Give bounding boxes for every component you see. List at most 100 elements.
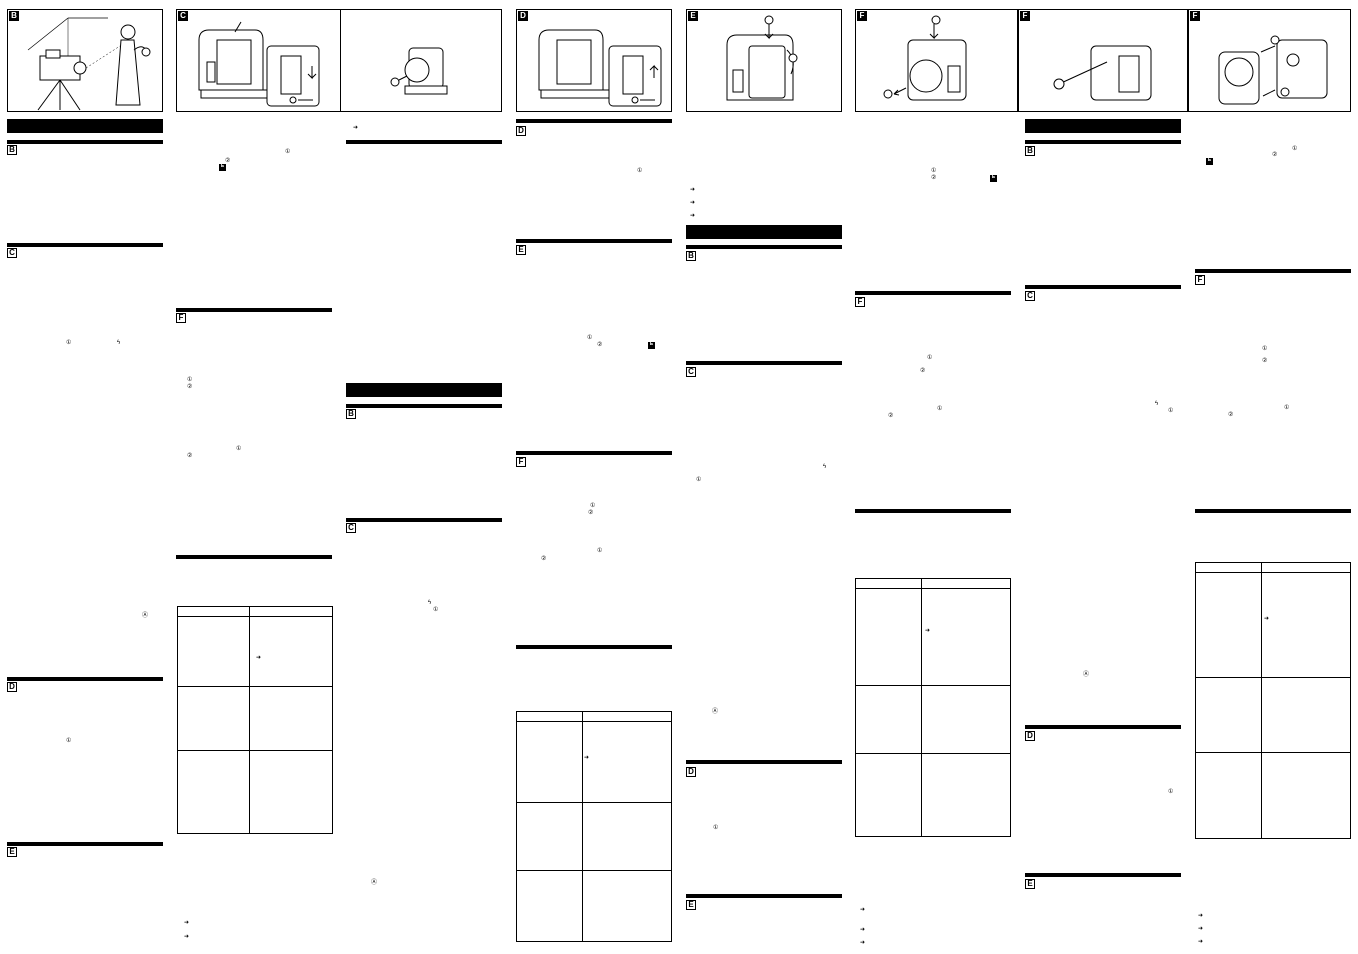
section-rule <box>855 509 1011 513</box>
section-label-b: B <box>1025 146 1035 156</box>
arrow-icon: ➜ <box>860 940 866 946</box>
figure-c-flash-attach: C <box>176 9 502 112</box>
section-rule <box>516 239 672 243</box>
step-marker-2: ② <box>931 175 937 181</box>
cleaning-illustration <box>1053 45 1152 101</box>
section-rule <box>686 760 842 764</box>
marker-a: Ⓐ <box>142 613 149 619</box>
figure-d-flash-detach: D <box>516 9 672 112</box>
arrow-icon: ➜ <box>584 755 590 761</box>
step-marker-1: ① <box>696 477 702 483</box>
section-label-c: C <box>686 367 696 377</box>
step-marker-1: ① <box>927 355 933 361</box>
arrow-icon: ➜ <box>256 655 262 661</box>
section-header-bar <box>1025 119 1181 133</box>
flash-bolt-icon: ϟ <box>117 340 121 346</box>
step-marker-1: ① <box>590 503 596 509</box>
figure-f-cleaning: F <box>1018 9 1188 112</box>
arrow-icon: ➜ <box>1198 913 1204 919</box>
section-rule <box>855 291 1011 295</box>
flash-unit-illustration <box>198 21 448 107</box>
panel-label: F <box>1190 11 1200 21</box>
step-marker-2: ② <box>541 556 547 562</box>
figure-f-lens-removal: F <box>855 9 1018 112</box>
step-marker-1: ① <box>66 738 72 744</box>
section-label-e: E <box>516 245 526 255</box>
panel-label: F <box>1020 11 1030 21</box>
arrow-icon: ➜ <box>1264 616 1270 622</box>
section-label-b: B <box>686 251 696 261</box>
step-marker-2: ② <box>597 342 603 348</box>
step-marker-1: ① <box>66 340 72 346</box>
section-rule <box>686 894 842 898</box>
section-label-e: E <box>686 900 696 910</box>
step-marker-1: ① <box>637 168 643 174</box>
section-rule <box>346 140 502 144</box>
marker-a: Ⓐ <box>712 709 719 715</box>
section-label-f: F <box>176 313 186 323</box>
section-label-c: C <box>1025 291 1035 301</box>
step-marker-2: ② <box>187 384 193 390</box>
section-rule <box>1195 269 1351 273</box>
arrow-icon: ➜ <box>925 628 931 634</box>
marker-a: Ⓐ <box>371 880 378 886</box>
step-marker-2: ② <box>1272 152 1278 158</box>
section-rule <box>346 518 502 522</box>
step-marker-1: ① <box>285 149 291 155</box>
section-rule <box>516 645 672 649</box>
figure-e-battery-cover: E <box>686 9 842 112</box>
section-label-c: C <box>346 523 356 533</box>
section-header-bar <box>346 383 502 397</box>
flash-detach-illustration <box>538 29 662 107</box>
section-label-b: B <box>7 145 17 155</box>
troubleshooting-table <box>855 578 1011 837</box>
panel-label: C <box>178 11 188 21</box>
step-marker-1: ① <box>1292 146 1298 152</box>
step-marker-1: ① <box>1168 408 1174 414</box>
step-marker-1: ① <box>713 825 719 831</box>
step-marker-2: ② <box>588 510 594 516</box>
section-label-f: F <box>1195 275 1205 285</box>
section-rule <box>516 451 672 455</box>
step-marker-1: ① <box>1284 405 1290 411</box>
flash-bolt-icon: ϟ <box>823 464 827 470</box>
figure-ref-e: E <box>990 174 997 182</box>
figure-ref-e: E <box>219 163 226 171</box>
section-rule <box>516 119 672 123</box>
battery-cover-illustration <box>726 15 798 101</box>
section-rule <box>1025 873 1181 877</box>
step-marker-2: ② <box>920 368 926 374</box>
section-rule <box>1025 285 1181 289</box>
troubleshooting-table <box>177 606 333 834</box>
arrow-icon: ➜ <box>690 200 696 206</box>
section-label-d: D <box>1025 731 1035 741</box>
arrow-icon: ➜ <box>1198 939 1204 945</box>
panel-label: B <box>9 11 19 21</box>
arrow-icon: ➜ <box>690 187 696 193</box>
section-label-e: E <box>1025 879 1035 889</box>
step-marker-1: ① <box>937 406 943 412</box>
section-rule <box>7 243 163 247</box>
section-label-f: F <box>855 297 865 307</box>
arrow-icon: ➜ <box>1198 926 1204 932</box>
section-rule <box>7 140 163 144</box>
panel-label: D <box>518 11 528 21</box>
step-marker-1: ① <box>1262 346 1268 352</box>
step-marker-1: ① <box>236 446 242 452</box>
camcorder-tripod-illustration <box>27 17 151 111</box>
arrow-icon: ➜ <box>860 927 866 933</box>
figure-ref-e: E <box>1206 157 1213 165</box>
section-rule <box>686 361 842 365</box>
section-rule <box>176 555 332 559</box>
section-label-b: B <box>346 409 356 419</box>
arrow-icon: ➜ <box>353 125 359 131</box>
section-label-c: C <box>7 248 17 258</box>
section-rule <box>1025 725 1181 729</box>
step-marker-2: ② <box>888 413 894 419</box>
step-marker-1: ① <box>1168 789 1174 795</box>
section-rule <box>1025 140 1181 144</box>
section-rule <box>1195 509 1351 513</box>
troubleshooting-table <box>1195 562 1351 839</box>
flash-bolt-icon: ϟ <box>1155 401 1159 407</box>
section-header-bar <box>7 119 163 133</box>
